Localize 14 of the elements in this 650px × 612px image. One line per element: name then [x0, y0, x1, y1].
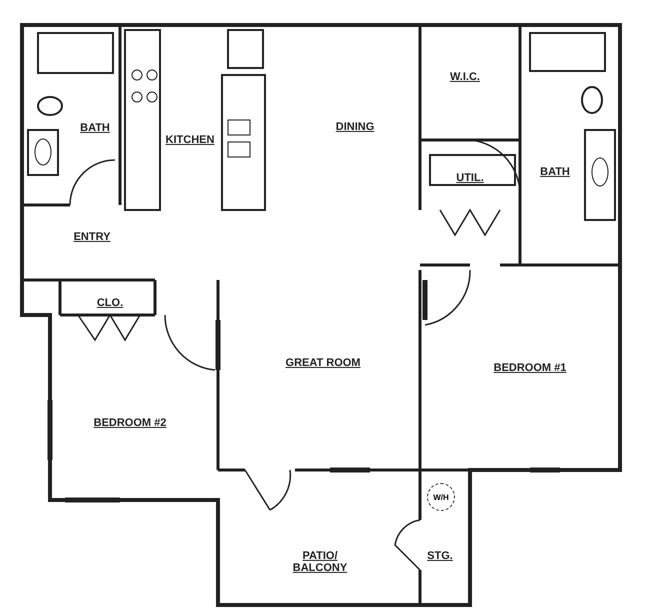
room-label: PATIO/ BALCONY — [292, 550, 348, 574]
room-label: GREAT ROOM — [286, 356, 360, 370]
room-label: UTIL. — [456, 172, 484, 184]
room-label: BATH — [80, 122, 110, 134]
room-label: CLO. — [96, 296, 124, 310]
water-heater-circle: W/H — [427, 483, 455, 511]
room-label: DINING — [336, 120, 374, 134]
room-label: BEDROOM #1 — [494, 362, 566, 374]
room-label: KITCHEN — [166, 134, 214, 146]
room-label: ENTRY — [74, 230, 110, 244]
room-label: BEDROOM #2 — [94, 416, 166, 430]
room-label: W.I.C. — [450, 70, 480, 84]
room-label: BATH — [540, 166, 570, 178]
room-label: STG. — [427, 550, 453, 562]
